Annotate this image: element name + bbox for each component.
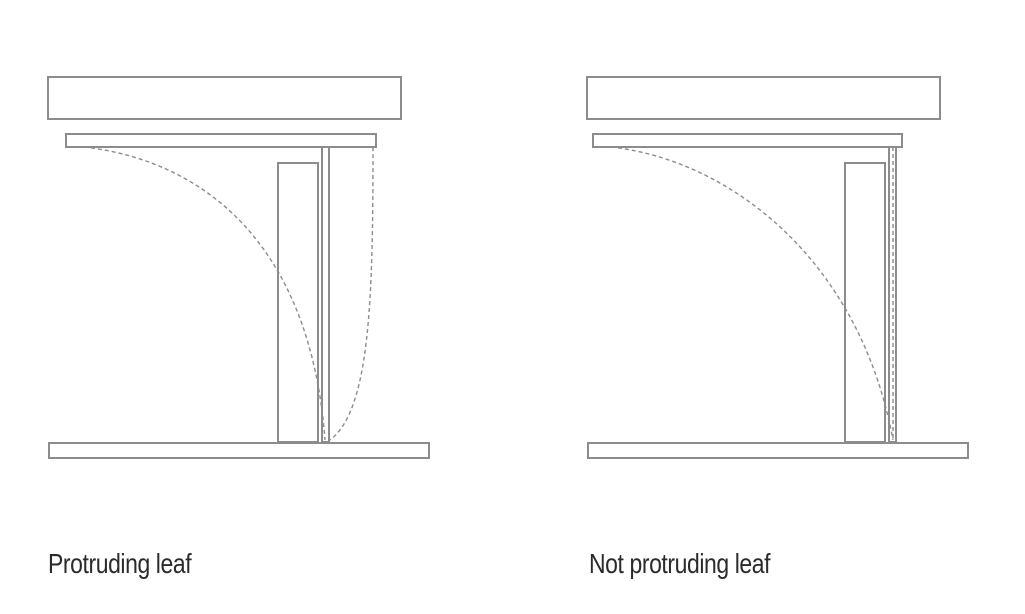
protruding-leaf-diagram <box>47 76 430 459</box>
door-leaf-closed <box>321 146 330 443</box>
not-protruding-leaf-diagram <box>586 76 969 459</box>
swing-arc <box>83 146 326 441</box>
caption-protruding-leaf: Protruding leaf <box>48 548 192 579</box>
swing-arc <box>610 146 894 441</box>
side-post <box>277 162 319 443</box>
top-frame <box>65 133 377 148</box>
caption-not-protruding-leaf: Not protruding leaf <box>589 548 771 579</box>
top-beam <box>47 76 402 120</box>
top-beam <box>586 76 941 120</box>
side-post <box>844 162 886 443</box>
floor-slab <box>48 442 430 459</box>
floor-slab <box>587 442 969 459</box>
leaf-protrusion-arc <box>329 146 374 441</box>
top-frame <box>592 133 903 148</box>
